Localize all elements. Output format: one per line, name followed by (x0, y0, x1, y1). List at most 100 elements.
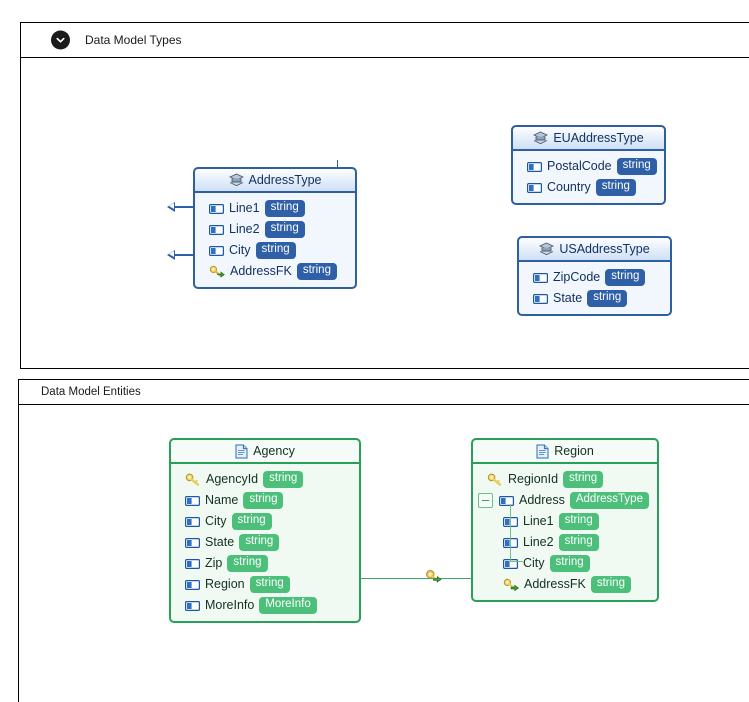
shape-header: USAddressType (519, 238, 670, 262)
shape-title: EUAddressType (553, 131, 644, 145)
attribute-name: State (553, 291, 583, 306)
types-canvas[interactable]: AddressType Line1 string (21, 58, 749, 368)
attribute-icon (527, 161, 542, 172)
attribute-type-badge: string (243, 492, 284, 509)
attribute-type-badge: string (249, 576, 290, 593)
shape-attributes: ZipCode string State string (519, 262, 670, 314)
attribute-type-badge: string (263, 471, 304, 488)
entity-document-icon (235, 444, 248, 459)
attribute-name: Region (205, 577, 245, 592)
attribute-type-badge: string (227, 555, 268, 572)
shape-title: Agency (253, 444, 295, 458)
shape-attributes: RegionId string Address AddressType (473, 464, 657, 600)
attribute-name: Line1 (523, 514, 554, 529)
attribute-row[interactable]: State string (171, 532, 359, 553)
attribute-row[interactable]: City string (195, 240, 355, 261)
connector-region-to-agency (349, 577, 472, 580)
attribute-row[interactable]: Line2 string (473, 532, 657, 553)
attribute-type-badge: string (605, 269, 646, 286)
attribute-type-badge: AddressType (569, 492, 649, 509)
attribute-type-badge: string (549, 555, 590, 572)
shape-title: USAddressType (559, 242, 650, 256)
primary-key-icon (487, 473, 503, 486)
attribute-row[interactable]: Name string (171, 490, 359, 511)
attribute-icon (209, 245, 224, 256)
attribute-icon (185, 579, 200, 590)
attribute-row[interactable]: MoreInfo MoreInfo (171, 595, 359, 616)
attribute-name: Zip (205, 556, 223, 571)
attribute-type-badge: string (558, 534, 599, 551)
attribute-row[interactable]: PostalCode string (513, 156, 664, 177)
panel-entities-header: Data Model Entities (19, 380, 749, 405)
shape-header: Region (473, 440, 657, 464)
shape-header: AddressType (195, 169, 355, 193)
attribute-name: MoreInfo (205, 598, 255, 613)
attribute-name: Line2 (229, 222, 260, 237)
attribute-name: Line2 (523, 535, 554, 550)
attribute-row[interactable]: Region string (171, 574, 359, 595)
attribute-type-badge: string (264, 221, 305, 238)
attribute-type-badge: string (616, 158, 657, 175)
attribute-icon (185, 516, 200, 527)
attribute-row[interactable]: Line1 string (195, 198, 355, 219)
attribute-row[interactable]: City string (171, 511, 359, 532)
shape-us-address-type[interactable]: USAddressType ZipCode string (517, 236, 672, 316)
attribute-icon (185, 558, 200, 569)
primary-key-icon (185, 473, 201, 486)
attribute-row[interactable]: AddressFK string (195, 261, 355, 282)
attribute-row[interactable]: State string (519, 288, 670, 309)
attribute-name: ZipCode (553, 270, 601, 285)
attribute-row[interactable]: RegionId string (473, 469, 657, 490)
shape-attributes: PostalCode string Country string (513, 151, 664, 203)
shape-eu-address-type[interactable]: EUAddressType PostalCode string (511, 125, 666, 205)
foreign-key-icon (209, 265, 225, 278)
shape-header: EUAddressType (513, 127, 664, 151)
attribute-row[interactable]: City string (473, 553, 657, 574)
attribute-type-badge: string (563, 471, 604, 488)
panel-entities-title: Data Model Entities (41, 386, 141, 398)
attribute-row[interactable]: Country string (513, 177, 664, 198)
attribute-row[interactable]: Address AddressType (473, 490, 657, 511)
attribute-row[interactable]: ZipCode string (519, 267, 670, 288)
chevron-down-icon[interactable] (51, 30, 70, 50)
attribute-icon (185, 600, 200, 611)
attribute-name: City (523, 556, 545, 571)
shape-region[interactable]: Region RegionId string (471, 438, 659, 602)
attribute-name: State (205, 535, 235, 550)
attribute-type-badge: string (264, 200, 305, 217)
attribute-name: Line1 (229, 201, 260, 216)
shape-address-type[interactable]: AddressType Line1 string (193, 167, 357, 289)
foreign-key-icon (503, 578, 519, 591)
collapse-toggle-address[interactable] (478, 493, 493, 508)
shape-agency[interactable]: Agency AgencyId string (169, 438, 361, 623)
attribute-row[interactable]: Line1 string (473, 511, 657, 532)
shape-attributes: AgencyId string Name string (171, 464, 359, 621)
shape-header: Agency (171, 440, 359, 464)
panel-data-model-types: Data Model Types AddressType (20, 22, 749, 369)
attribute-row[interactable]: Zip string (171, 553, 359, 574)
panel-types-header: Data Model Types (21, 23, 749, 58)
type-stack-icon (533, 131, 549, 145)
attribute-name: City (205, 514, 227, 529)
attribute-row[interactable]: Line2 string (195, 219, 355, 240)
shape-title: Region (554, 444, 594, 458)
attribute-type-badge: MoreInfo (259, 597, 317, 614)
attribute-row[interactable]: AddressFK string (473, 574, 657, 595)
attribute-icon (499, 495, 514, 506)
attribute-name: Address (519, 493, 565, 508)
shape-title: AddressType (248, 173, 322, 187)
panel-data-model-entities: Data Model Entities (18, 379, 749, 702)
tree-connector (510, 504, 523, 562)
entities-canvas[interactable]: Agency AgencyId string (19, 405, 749, 702)
attribute-name: RegionId (508, 472, 559, 487)
type-stack-icon (539, 242, 555, 256)
attribute-icon (527, 182, 542, 193)
attribute-row[interactable]: AgencyId string (171, 469, 359, 490)
attribute-type-badge: string (590, 576, 631, 593)
attribute-type-badge: string (296, 263, 337, 280)
attribute-icon (185, 537, 200, 548)
attribute-type-badge: string (595, 179, 636, 196)
inheritance-arrow-eu (167, 201, 175, 212)
attribute-name: PostalCode (547, 159, 612, 174)
inheritance-arrow-us (167, 249, 175, 260)
